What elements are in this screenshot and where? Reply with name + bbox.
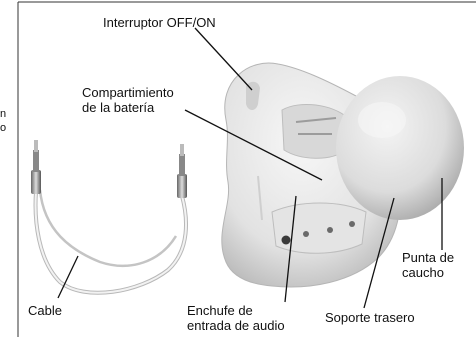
- label-audio-jack: Enchufe de entrada de audio: [187, 303, 285, 333]
- cable-illustration: [31, 140, 188, 295]
- leader-audio: [284, 195, 297, 303]
- label-back-stand: Soporte trasero: [325, 310, 415, 325]
- label-rubber-tip: Punta de caucho: [402, 250, 454, 280]
- label-cable: Cable: [28, 303, 62, 318]
- label-tip-line-2: caucho: [402, 265, 444, 280]
- cable-loop: [33, 191, 188, 295]
- switch-slot: [246, 81, 260, 110]
- cropped-text-fragment: o: [0, 122, 7, 134]
- label-battery-line-1: Compartimiento: [82, 85, 174, 100]
- label-tip-line-1: Punta de: [402, 250, 455, 265]
- port-panel: [271, 202, 367, 254]
- label-audio-line-2: entrada de audio: [187, 318, 285, 333]
- cable-plug-right: [177, 174, 187, 198]
- label-battery-line-2: de la batería: [82, 100, 155, 115]
- cropped-text-fragment: n: [0, 108, 7, 120]
- leader-switch: [194, 27, 253, 91]
- label-switch: Interruptor OFF/ON: [103, 15, 216, 30]
- leader-battery: [184, 109, 323, 181]
- label-battery: Compartimiento de la batería: [82, 85, 174, 115]
- leader-cable: [57, 255, 79, 299]
- cable-plug-left: [31, 170, 41, 194]
- audio-jack: [281, 235, 291, 245]
- leader-stand: [363, 197, 395, 309]
- rubber-tip-ball: [336, 76, 464, 220]
- label-audio-line-1: Enchufe de: [187, 303, 253, 318]
